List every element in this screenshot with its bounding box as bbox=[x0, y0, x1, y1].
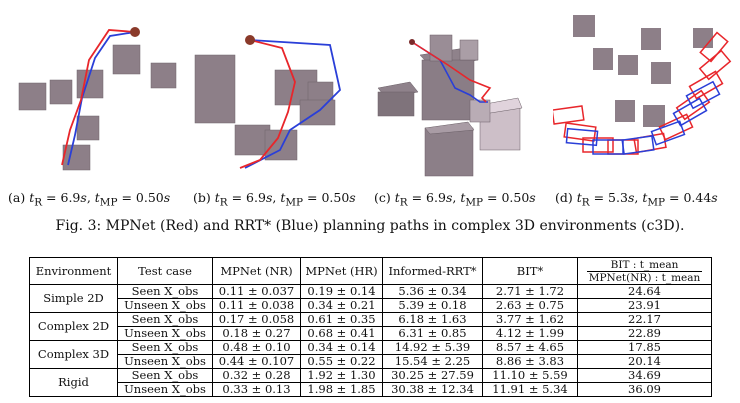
case-cell: Seen X_obs bbox=[117, 284, 213, 299]
bit-cell: 4.12 ± 1.99 bbox=[482, 326, 578, 341]
mpnet-hr-cell: 1.92 ± 1.30 bbox=[300, 368, 383, 383]
case-cell: Unseen X_obs bbox=[117, 298, 213, 313]
mpnet-hr-cell: 0.55 ± 0.22 bbox=[300, 354, 383, 369]
mpnet-nr-cell: 0.33 ± 0.13 bbox=[212, 382, 301, 397]
ratio-cell: 17.85 bbox=[577, 340, 712, 355]
env-cell: Rigid bbox=[29, 368, 118, 397]
case-cell: Unseen X_obs bbox=[117, 354, 213, 369]
mpnet-hr-cell: 0.34 ± 0.21 bbox=[300, 298, 383, 313]
irrt-cell: 6.18 ± 1.63 bbox=[382, 312, 483, 327]
irrt-cell: 5.39 ± 0.18 bbox=[382, 298, 483, 313]
header-ratio: BIT : t_mean MPNet(NR) : t_mean bbox=[577, 257, 712, 285]
bit-cell: 2.63 ± 0.75 bbox=[482, 298, 578, 313]
table-row: Rigid Seen X_obs 0.32 ± 0.28 1.92 ± 1.30… bbox=[29, 368, 712, 397]
caption-a: (a) tR = 6.9s, tMP = 0.50s bbox=[8, 190, 171, 209]
table-row: Complex 3D Seen X_obs 0.48 ± 0.10 0.34 ±… bbox=[29, 340, 712, 369]
mpnet-nr-cell: 0.17 ± 0.058 bbox=[212, 312, 301, 327]
mpnet-nr-cell: 0.44 ± 0.107 bbox=[212, 354, 301, 369]
caption-d: (d) tR = 5.3s, tMP = 0.44s bbox=[555, 190, 718, 209]
mpnet-hr-cell: 0.19 ± 0.14 bbox=[300, 284, 383, 299]
bit-cell: 11.91 ± 5.34 bbox=[482, 382, 578, 397]
table-row: Complex 2D Seen X_obs 0.17 ± 0.058 0.61 … bbox=[29, 312, 712, 341]
header-bit: BIT* bbox=[482, 257, 578, 285]
panel-d-image bbox=[553, 0, 735, 185]
env-cell: Complex 2D bbox=[29, 312, 118, 341]
ratio-cell: 22.17 bbox=[577, 312, 712, 327]
ratio-cell: 20.14 bbox=[577, 354, 712, 369]
panel-b-image bbox=[190, 0, 372, 185]
ratio-numerator: BIT : t_mean bbox=[586, 259, 703, 272]
case-cell: Seen X_obs bbox=[117, 368, 213, 383]
mpnet-hr-cell: 0.34 ± 0.14 bbox=[300, 340, 383, 355]
mpnet-hr-cell: 1.98 ± 1.85 bbox=[300, 382, 383, 397]
irrt-cell: 5.36 ± 0.34 bbox=[382, 284, 483, 299]
mpnet-hr-cell: 0.68 ± 0.41 bbox=[300, 326, 383, 341]
case-cell: Seen X_obs bbox=[117, 312, 213, 327]
mpnet-nr-cell: 0.32 ± 0.28 bbox=[212, 368, 301, 383]
panel-c-image bbox=[370, 0, 552, 185]
header-test-case: Test case bbox=[117, 257, 213, 285]
table-row: Unseen X_obs 0.18 ± 0.27 0.68 ± 0.41 6.3… bbox=[30, 326, 712, 341]
bit-cell: 11.10 ± 5.59 bbox=[482, 368, 578, 383]
table-header-row: Environment Test case MPNet (NR) MPNet (… bbox=[29, 257, 712, 285]
mpnet-nr-cell: 0.11 ± 0.038 bbox=[212, 298, 301, 313]
caption-c: (c) tR = 6.9s, tMP = 0.50s bbox=[374, 190, 536, 209]
ratio-cell: 24.64 bbox=[577, 284, 712, 299]
bit-cell: 8.86 ± 3.83 bbox=[482, 354, 578, 369]
table-row: Unseen X_obs 0.44 ± 0.107 0.55 ± 0.22 15… bbox=[30, 354, 712, 369]
bit-cell: 8.57 ± 4.65 bbox=[482, 340, 578, 355]
header-mpnet-nr: MPNet (NR) bbox=[212, 257, 301, 285]
case-cell: Unseen X_obs bbox=[117, 326, 213, 341]
figure-caption: Fig. 3: MPNet (Red) and RRT* (Blue) plan… bbox=[55, 218, 685, 234]
mpnet-nr-cell: 0.11 ± 0.037 bbox=[212, 284, 301, 299]
irrt-cell: 30.38 ± 12.34 bbox=[382, 382, 483, 397]
irrt-cell: 14.92 ± 5.39 bbox=[382, 340, 483, 355]
results-table: Environment Test case MPNet (NR) MPNet (… bbox=[29, 257, 712, 397]
env-cell: Simple 2D bbox=[29, 284, 118, 313]
irrt-cell: 6.31 ± 0.85 bbox=[382, 326, 483, 341]
irrt-cell: 30.25 ± 27.59 bbox=[382, 368, 483, 383]
mpnet-hr-cell: 0.61 ± 0.35 bbox=[300, 312, 383, 327]
caption-b: (b) tR = 6.9s, tMP = 0.50s bbox=[193, 190, 356, 209]
mpnet-nr-cell: 0.18 ± 0.27 bbox=[212, 326, 301, 341]
header-informed-rrt: Informed-RRT* bbox=[382, 257, 483, 285]
irrt-cell: 15.54 ± 2.25 bbox=[382, 354, 483, 369]
mpnet-nr-cell: 0.48 ± 0.10 bbox=[212, 340, 301, 355]
ratio-cell: 22.89 bbox=[577, 326, 712, 341]
panel-a-image bbox=[5, 0, 187, 185]
ratio-denominator: MPNet(NR) : t_mean bbox=[588, 271, 701, 284]
bit-cell: 2.71 ± 1.72 bbox=[482, 284, 578, 299]
case-cell: Unseen X_obs bbox=[117, 382, 213, 397]
case-cell: Seen X_obs bbox=[117, 340, 213, 355]
bit-cell: 3.77 ± 1.62 bbox=[482, 312, 578, 327]
ratio-cell: 36.09 bbox=[577, 382, 712, 397]
ratio-cell: 23.91 bbox=[577, 298, 712, 313]
env-cell: Complex 3D bbox=[29, 340, 118, 369]
ratio-cell: 34.69 bbox=[577, 368, 712, 383]
header-environment: Environment bbox=[29, 257, 118, 285]
header-mpnet-hr: MPNet (HR) bbox=[300, 257, 383, 285]
table-row: Simple 2D Seen X_obs 0.11 ± 0.037 0.19 ±… bbox=[29, 284, 712, 313]
table-row: Unseen X_obs 0.11 ± 0.038 0.34 ± 0.21 5.… bbox=[30, 298, 712, 313]
table-row: Unseen X_obs 0.33 ± 0.13 1.98 ± 1.85 30.… bbox=[30, 382, 712, 397]
